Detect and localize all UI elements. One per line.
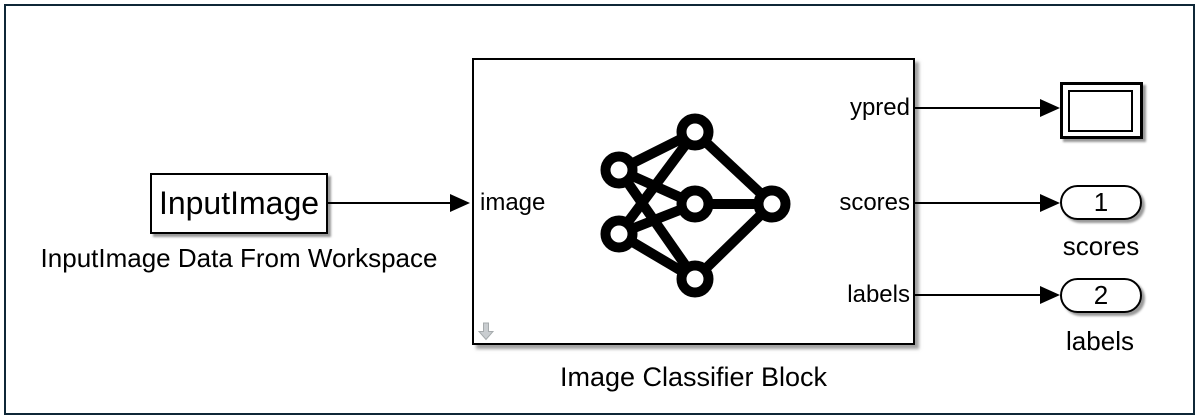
wire-labels[interactable]: [915, 294, 1042, 296]
arrowhead-labels-icon: [1040, 286, 1060, 304]
wire-ypred[interactable]: [915, 107, 1042, 109]
port-label-ypred: ypred: [849, 94, 910, 121]
port-label-labels: labels: [847, 281, 910, 308]
outport-labels-block[interactable]: 2: [1060, 278, 1142, 313]
neural-network-icon: [600, 113, 791, 298]
from-workspace-caption: InputImage Data From Workspace: [40, 243, 438, 273]
from-workspace-block[interactable]: InputImage: [150, 173, 328, 234]
diagram-frame: [4, 4, 1195, 415]
arrowhead-ypred-icon: [1040, 99, 1060, 117]
port-label-scores: scores: [839, 189, 910, 216]
image-classifier-block[interactable]: [472, 58, 915, 345]
display-block[interactable]: [1060, 82, 1143, 139]
wire-input-image[interactable]: [328, 202, 452, 204]
arrowhead-input-icon: [450, 194, 470, 212]
image-classifier-caption: Image Classifier Block: [559, 362, 828, 392]
outport-scores-number: 1: [1093, 187, 1109, 217]
expand-down-arrow-icon[interactable]: [478, 322, 494, 341]
outport-labels-number: 2: [1093, 280, 1109, 310]
outport-scores-caption: scores: [1062, 231, 1140, 261]
from-workspace-block-name: InputImage: [158, 185, 320, 221]
arrowhead-scores-icon: [1040, 194, 1060, 212]
outport-scores-block[interactable]: 1: [1060, 185, 1142, 220]
display-frame-icon: [1068, 90, 1133, 132]
wire-scores[interactable]: [915, 202, 1042, 204]
port-label-image: image: [480, 189, 546, 216]
outport-labels-caption: labels: [1066, 326, 1134, 356]
